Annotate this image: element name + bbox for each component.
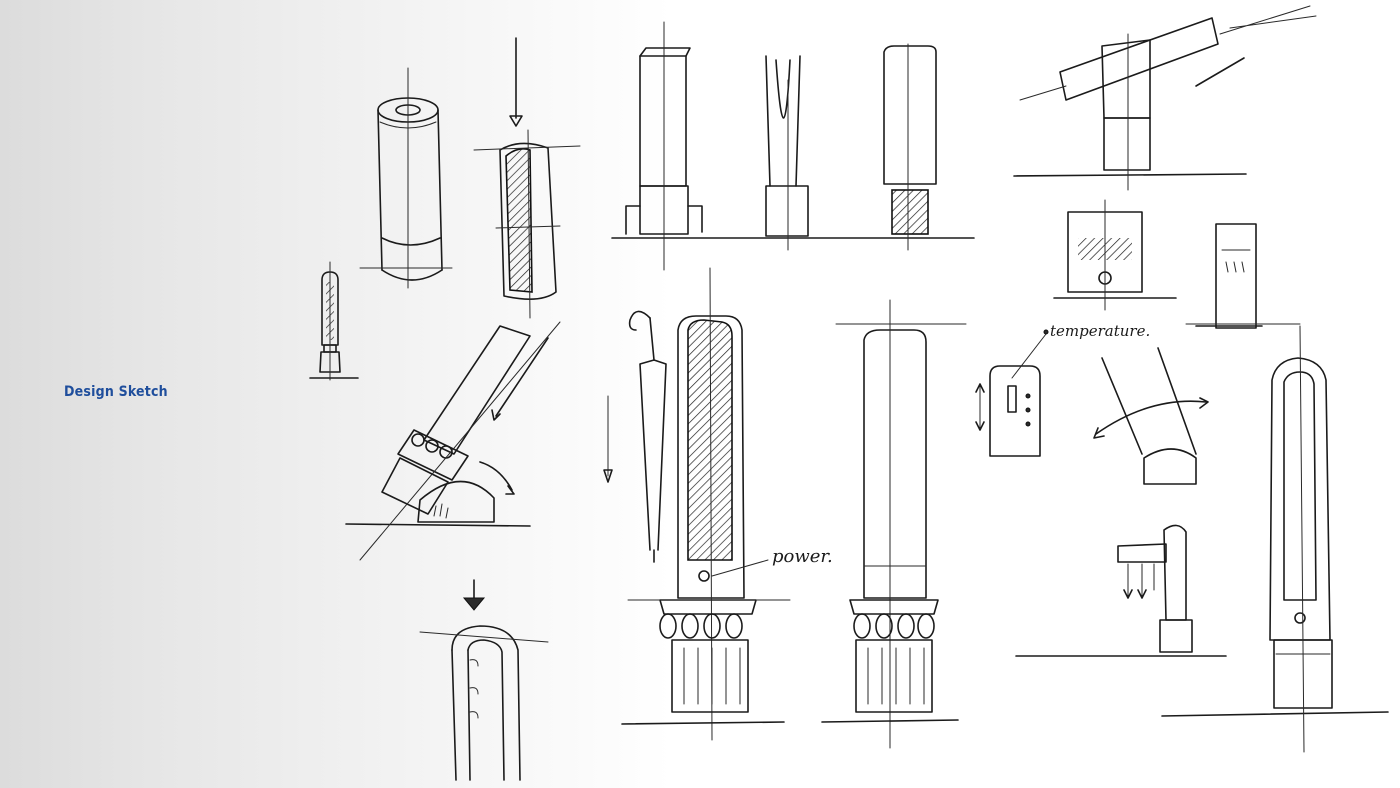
sketch-faucet-detail — [1015, 524, 1227, 657]
sketch-tilted-fan — [345, 321, 561, 561]
umbrella-icon — [628, 310, 667, 563]
page-title: Design Sketch — [64, 384, 168, 400]
sketch-temperature-detail: temperature. — [975, 322, 1150, 457]
sketch-tower-power: power. — [603, 267, 833, 741]
temperature-label: temperature. — [1050, 322, 1150, 340]
sketch-right-tower — [1161, 323, 1389, 753]
sketch-t-fan — [1013, 5, 1317, 191]
sketch-small-fan — [309, 261, 359, 381]
sketch-cylinder — [359, 67, 453, 289]
power-label: power. — [772, 546, 833, 567]
sketch-handle-cutaway — [419, 579, 549, 781]
sketch-tower-row — [611, 21, 975, 271]
sketch-small-box — [1195, 223, 1263, 329]
sketch-tall-tower — [821, 299, 967, 749]
sketch-heater — [1053, 199, 1177, 311]
sketch-cutaway-tube — [473, 37, 581, 319]
sketch-rotate-detail — [1093, 347, 1209, 485]
